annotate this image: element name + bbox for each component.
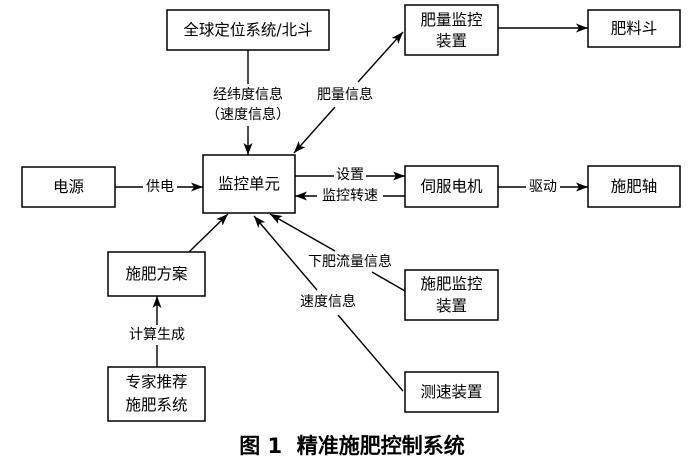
figure-caption: 图 1 精准施肥控制系统	[239, 434, 465, 458]
servo-motor-box	[404, 165, 499, 208]
edge-amount-info-label: 肥量信息	[317, 86, 373, 103]
edge-speed-arrow-upper	[253, 215, 318, 291]
fertilization-plan-label: 施肥方案	[125, 265, 188, 283]
node-fertilizing-shaft: 施肥轴	[587, 165, 681, 208]
edge-compute-label: 计算生成	[129, 327, 185, 343]
edge-amount-monitor-monitoring-unit: 肥量信息	[293, 31, 404, 154]
fertilization-plan-box	[107, 251, 206, 297]
edge-flow-line-lower	[371, 271, 406, 292]
speed-sensor-label: 测速装置	[420, 383, 482, 401]
edge-speed-monitor-label: 监控转速	[322, 188, 378, 204]
monitoring-unit-box	[202, 154, 296, 214]
edge-flow-label: 下肥流量信息	[308, 253, 392, 270]
gps-label: 全球定位系统/北斗	[183, 21, 312, 39]
fertilization-monitor-box	[404, 269, 499, 321]
node-power-supply: 电源	[21, 166, 116, 208]
edge-servo-to-monitoring-unit: 监控转速	[295, 188, 405, 204]
edge-drive-label: 驱动	[529, 179, 557, 195]
fertilizer-amount-monitor-label-line-2: 装置	[436, 32, 467, 50]
edge-gps-to-monitoring-unit: 经纬度信息 （速度信息）	[206, 50, 290, 155]
edge-plan-arrow	[188, 213, 229, 253]
fertilizing-shaft-label: 施肥轴	[611, 178, 658, 196]
edge-speed-sensor-to-monitoring-unit: 速度信息	[253, 215, 404, 392]
fertilizer-amount-monitor-box	[404, 4, 499, 56]
fertilizer-hopper-box	[587, 9, 681, 48]
edge-amount-info-arrow-lower	[293, 106, 336, 154]
expert-system-box	[107, 366, 206, 422]
edge-servo-to-shaft: 驱动	[498, 179, 588, 195]
fertilization-monitor-label-line-2: 装置	[436, 297, 467, 315]
edge-expert-to-plan: 计算生成	[129, 296, 185, 367]
fertilizer-amount-monitor-label-line-1: 肥量监控	[420, 11, 482, 29]
node-expert-system: 专家推荐 施肥系统	[107, 366, 206, 422]
node-gps: 全球定位系统/北斗	[166, 9, 330, 51]
node-fertilizer-hopper: 肥料斗	[587, 9, 681, 48]
edge-power-to-monitoring-unit: 供电	[115, 179, 203, 195]
node-servo-motor: 伺服电机	[404, 165, 499, 208]
edge-fertilization-monitor-to-monitoring-unit: 下肥流量信息	[269, 213, 406, 292]
node-fertilizer-amount-monitor: 肥量监控 装置	[404, 4, 499, 56]
edge-gps-label-line-1: 经纬度信息	[213, 86, 283, 103]
edge-speed-label: 速度信息	[300, 293, 356, 310]
gps-box	[166, 9, 330, 51]
edge-gps-label-line-2: （速度信息）	[206, 106, 290, 123]
edge-monitoring-unit-to-servo: 设置	[295, 167, 405, 183]
edge-flow-arrow-upper	[269, 213, 336, 252]
fertilizing-shaft-box	[587, 165, 681, 208]
edge-amount-info-arrow-upper	[357, 31, 404, 83]
edge-setting-label: 设置	[336, 167, 364, 183]
expert-system-label-line-1: 专家推荐	[125, 373, 187, 391]
node-speed-sensor: 测速装置	[404, 371, 499, 413]
node-fertilization-monitor: 施肥监控 装置	[404, 269, 499, 321]
servo-motor-label: 伺服电机	[420, 178, 483, 196]
monitoring-unit-label: 监控单元	[218, 175, 280, 193]
power-supply-label: 电源	[53, 178, 84, 196]
speed-sensor-box	[404, 371, 499, 413]
edge-power-label: 供电	[146, 179, 174, 195]
node-fertilization-plan: 施肥方案	[107, 251, 206, 297]
expert-system-label-line-2: 施肥系统	[125, 396, 187, 414]
fertilization-monitor-label-line-1: 施肥监控	[420, 275, 482, 293]
edge-plan-to-monitoring-unit	[188, 213, 229, 253]
fertilizer-hopper-label: 肥料斗	[611, 20, 658, 38]
node-monitoring-unit: 监控单元	[202, 154, 296, 214]
edge-speed-line-lower	[337, 314, 404, 392]
